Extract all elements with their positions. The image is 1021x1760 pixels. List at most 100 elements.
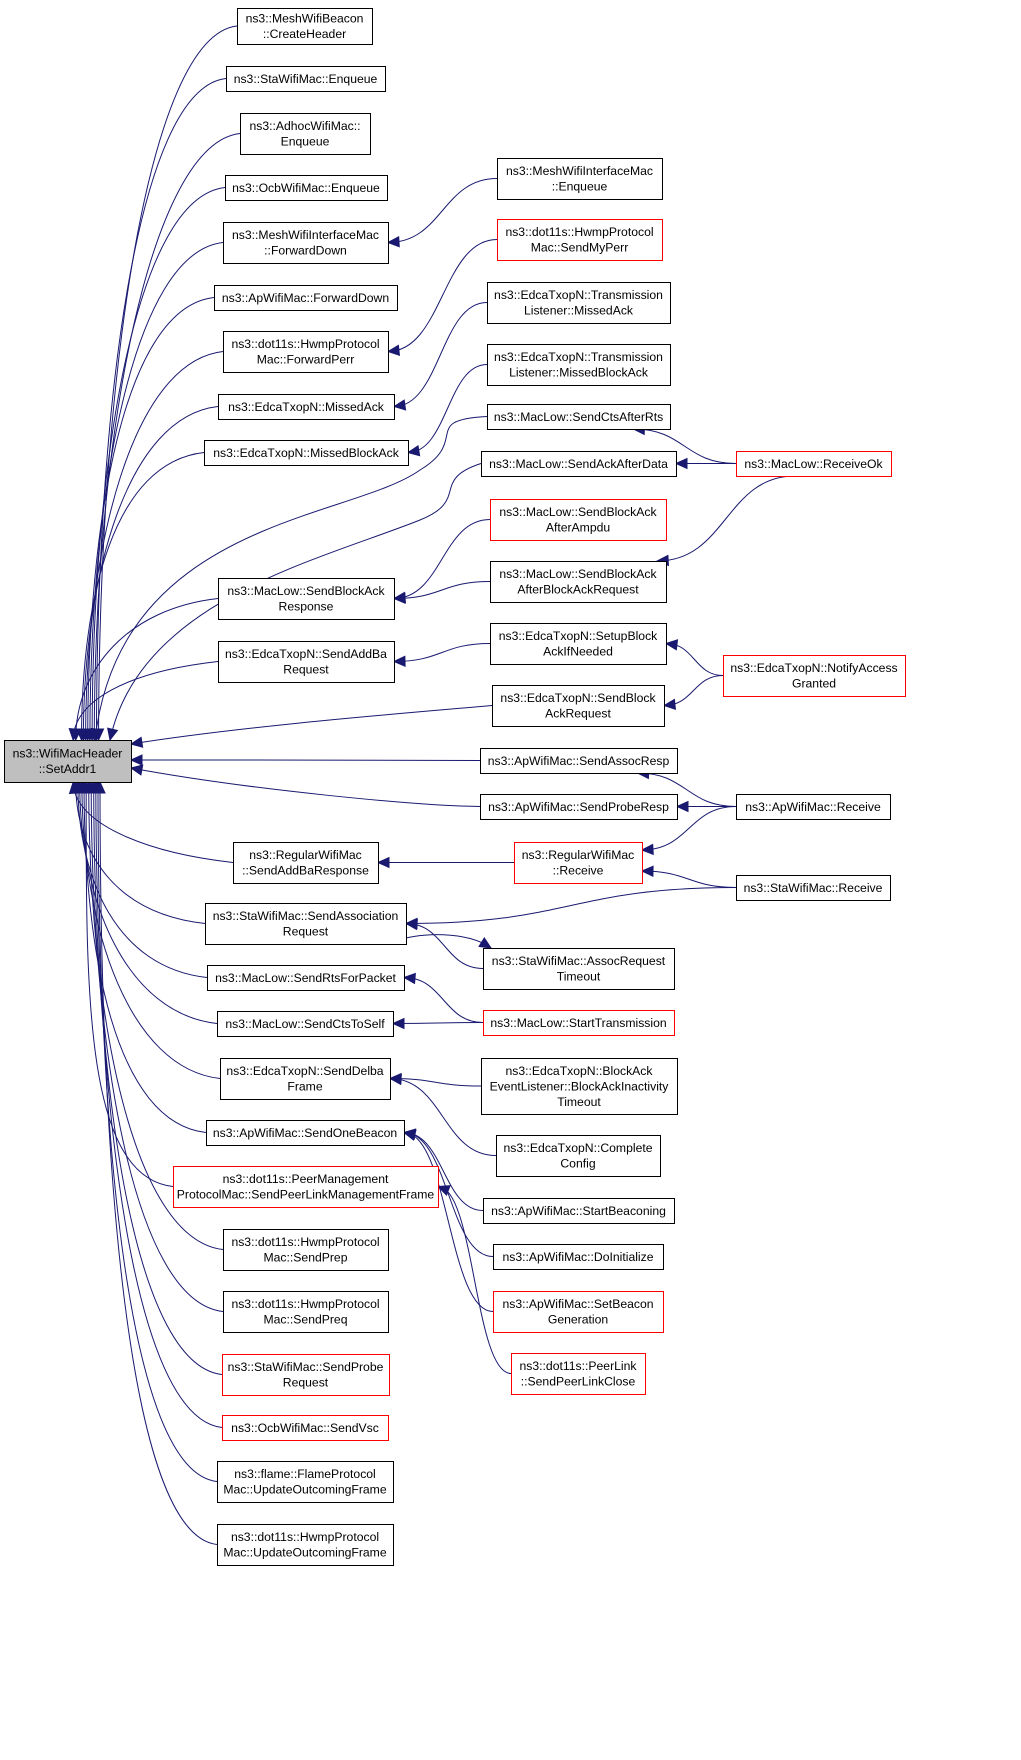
- node-box[interactable]: [490, 561, 667, 603]
- node-box[interactable]: [487, 282, 671, 324]
- node-apStartBeaconing[interactable]: ns3::ApWifiMac::StartBeaconing: [483, 1198, 675, 1224]
- node-ocbEnq[interactable]: ns3::OcbWifiMac::Enqueue: [225, 175, 388, 201]
- node-adhocEnq[interactable]: ns3::AdhocWifiMac::Enqueue: [240, 113, 371, 155]
- node-box[interactable]: [220, 1058, 391, 1100]
- node-box[interactable]: [218, 578, 395, 620]
- node-macLowSendCtsSelf[interactable]: ns3::MacLow::SendCtsToSelf: [217, 1011, 394, 1037]
- node-box[interactable]: [511, 1353, 646, 1395]
- node-box[interactable]: [223, 331, 389, 373]
- node-box[interactable]: [218, 394, 395, 420]
- node-staEnq[interactable]: ns3::StaWifiMac::Enqueue: [226, 66, 386, 92]
- node-macLowSendBAAfterBAR[interactable]: ns3::MacLow::SendBlockAckAfterBlockAckRe…: [490, 561, 667, 603]
- node-box[interactable]: [736, 794, 891, 820]
- node-box[interactable]: [483, 948, 675, 990]
- node-box[interactable]: [480, 794, 678, 820]
- node-apDoInit[interactable]: ns3::ApWifiMac::DoInitialize: [493, 1244, 664, 1270]
- node-macLowSendCtsAfterRts[interactable]: ns3::MacLow::SendCtsAfterRts: [487, 404, 671, 430]
- node-box[interactable]: [492, 685, 665, 727]
- node-macLowReceiveOk[interactable]: ns3::MacLow::ReceiveOk: [736, 451, 892, 477]
- node-box[interactable]: [493, 1291, 664, 1333]
- node-txListMissedAck[interactable]: ns3::EdcaTxopN::TransmissionListener::Mi…: [487, 282, 671, 324]
- node-box[interactable]: [233, 842, 379, 884]
- node-box[interactable]: [226, 66, 386, 92]
- node-box[interactable]: [217, 1524, 394, 1566]
- node-hwmpUpdate[interactable]: ns3::dot11s::HwmpProtocolMac::UpdateOutc…: [217, 1524, 394, 1566]
- node-macLowSendAckAfterData[interactable]: ns3::MacLow::SendAckAfterData: [481, 451, 677, 477]
- node-box[interactable]: [206, 1120, 405, 1146]
- node-peerLinkClose[interactable]: ns3::dot11s::PeerLink::SendPeerLinkClose: [511, 1353, 646, 1395]
- node-staReceive[interactable]: ns3::StaWifiMac::Receive: [736, 875, 891, 901]
- node-box[interactable]: [497, 158, 663, 200]
- node-box[interactable]: [222, 1354, 390, 1396]
- node-box[interactable]: [217, 1461, 394, 1503]
- node-regReceive[interactable]: ns3::RegularWifiMac::Receive: [514, 842, 643, 884]
- node-box[interactable]: [481, 451, 677, 477]
- node-box[interactable]: [490, 499, 667, 541]
- node-apSendAssocResp[interactable]: ns3::ApWifiMac::SendAssocResp: [480, 748, 678, 774]
- node-macLowSendRts[interactable]: ns3::MacLow::SendRtsForPacket: [207, 965, 405, 991]
- node-box[interactable]: [223, 1291, 389, 1333]
- node-apSendBeacon[interactable]: ns3::ApWifiMac::SendOneBeacon: [206, 1120, 405, 1146]
- node-apReceive[interactable]: ns3::ApWifiMac::Receive: [736, 794, 891, 820]
- node-edcaMissedBlockAck[interactable]: ns3::EdcaTxopN::MissedBlockAck: [204, 440, 409, 466]
- node-box[interactable]: [218, 641, 395, 683]
- node-edcaMissedAck[interactable]: ns3::EdcaTxopN::MissedAck: [218, 394, 395, 420]
- root-node[interactable]: ns3::WifiMacHeader::SetAddr1: [4, 740, 132, 783]
- node-box[interactable]: [736, 875, 891, 901]
- node-box[interactable]: [223, 1229, 389, 1271]
- node-box[interactable]: [222, 1415, 389, 1441]
- node-box[interactable]: [493, 1244, 664, 1270]
- node-box[interactable]: [490, 623, 667, 665]
- node-box[interactable]: [205, 903, 407, 945]
- node-box[interactable]: [481, 1058, 678, 1115]
- node-box[interactable]: [483, 1198, 675, 1224]
- node-meshEnq[interactable]: ns3::MeshWifiInterfaceMac::Enqueue: [497, 158, 663, 200]
- node-box[interactable]: [207, 965, 405, 991]
- node-ocbSendVsc[interactable]: ns3::OcbWifiMac::SendVsc: [222, 1415, 389, 1441]
- node-apFwd[interactable]: ns3::ApWifiMac::ForwardDown: [214, 285, 398, 311]
- node-box[interactable]: [225, 175, 388, 201]
- node-box[interactable]: [514, 842, 643, 884]
- node-box[interactable]: [223, 222, 389, 264]
- node-box[interactable]: [487, 344, 671, 386]
- node-hwmpFwdPerr[interactable]: ns3::dot11s::HwmpProtocolMac::ForwardPer…: [223, 331, 389, 373]
- node-box[interactable]: [240, 113, 371, 155]
- node-txListMissedBlockAck[interactable]: ns3::EdcaTxopN::TransmissionListener::Mi…: [487, 344, 671, 386]
- node-meshFwd[interactable]: ns3::MeshWifiInterfaceMac::ForwardDown: [223, 222, 389, 264]
- node-box[interactable]: [173, 1166, 439, 1208]
- node-baEventListener[interactable]: ns3::EdcaTxopN::BlockAckEventListener::B…: [481, 1058, 678, 1115]
- node-box[interactable]: [217, 1011, 394, 1037]
- node-box[interactable]: [723, 655, 906, 697]
- node-box[interactable]: [496, 1135, 661, 1177]
- node-flameUpdate[interactable]: ns3::flame::FlameProtocolMac::UpdateOutc…: [217, 1461, 394, 1503]
- node-apSendProbeResp[interactable]: ns3::ApWifiMac::SendProbeResp: [480, 794, 678, 820]
- node-box[interactable]: [497, 219, 663, 261]
- node-box[interactable]: [480, 748, 678, 774]
- node-box[interactable]: [736, 451, 892, 477]
- node-box[interactable]: [237, 8, 373, 45]
- node-box[interactable]: [483, 1010, 675, 1036]
- node-box[interactable]: [214, 285, 398, 311]
- node-meshBeacon[interactable]: ns3::MeshWifiBeacon::CreateHeader: [237, 8, 373, 45]
- node-box[interactable]: [4, 740, 132, 783]
- node-regSendAddBaResp[interactable]: ns3::RegularWifiMac::SendAddBaResponse: [233, 842, 379, 884]
- node-peerMgmt[interactable]: ns3::dot11s::PeerManagementProtocolMac::…: [173, 1166, 439, 1208]
- node-box[interactable]: [204, 440, 409, 466]
- node-box[interactable]: [487, 404, 671, 430]
- node-macLowStartTx[interactable]: ns3::MacLow::StartTransmission: [483, 1010, 675, 1036]
